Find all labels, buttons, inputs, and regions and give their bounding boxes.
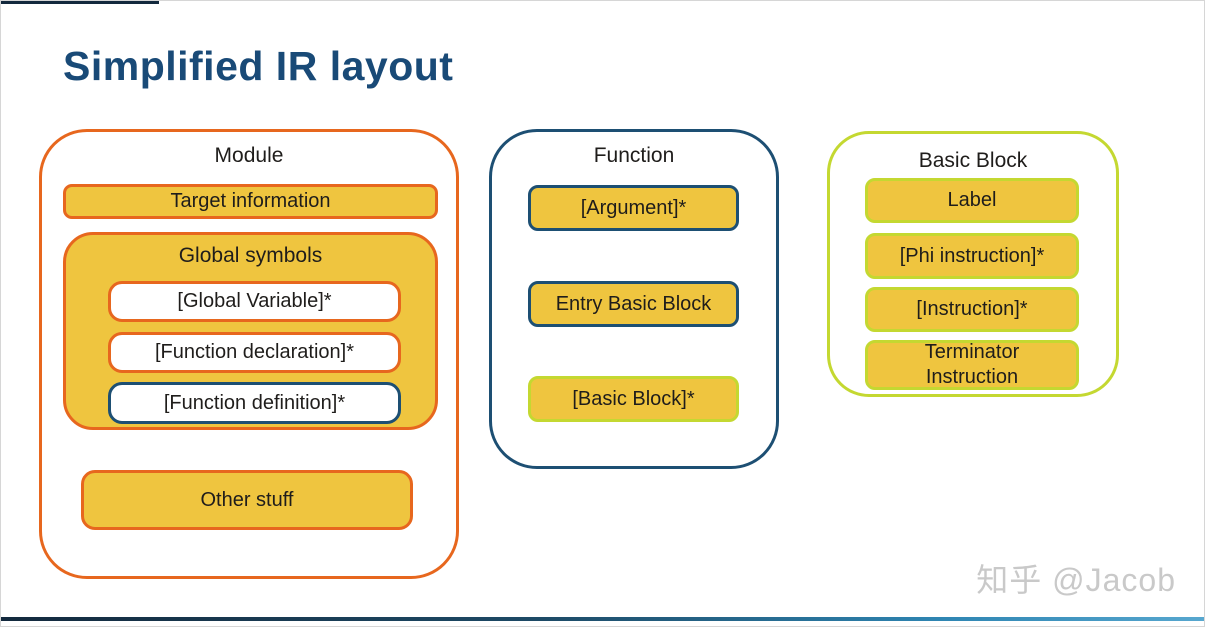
module-group-label: Module <box>214 144 284 167</box>
module-group: Module Target information Global symbols… <box>39 129 459 579</box>
entry-basic-block-node: Entry Basic Block <box>528 281 739 327</box>
global-variable-node: [Global Variable]* <box>108 281 401 322</box>
label-node: Label <box>865 178 1079 223</box>
top-accent-bar <box>1 1 159 4</box>
bottom-accent-bar <box>1 617 1204 621</box>
phi-instruction-node: [Phi instruction]* <box>865 233 1079 279</box>
basic-block-group: Basic Block Label [Phi instruction]* [In… <box>827 131 1119 397</box>
other-stuff-node: Other stuff <box>81 470 413 530</box>
instruction-node: [Instruction]* <box>865 287 1079 332</box>
function-definition-node: [Function definition]* <box>108 382 401 424</box>
function-group-label: Function <box>593 144 675 167</box>
target-information-node: Target information <box>63 184 438 219</box>
argument-node: [Argument]* <box>528 185 739 231</box>
function-group: Function [Argument]* Entry Basic Block [… <box>489 129 779 469</box>
global-symbols-label: Global symbols <box>178 244 323 267</box>
watermark: 知乎 @Jacob <box>976 562 1176 598</box>
global-symbols-group: Global symbols [Global Variable]* [Funct… <box>63 232 438 430</box>
function-declaration-node: [Function declaration]* <box>108 332 401 373</box>
terminator-instruction-node: Terminator Instruction <box>865 340 1079 390</box>
basic-block-group-label: Basic Block <box>918 149 1028 172</box>
page-title: Simplified IR layout <box>63 43 454 89</box>
basic-block-ref-node: [Basic Block]* <box>528 376 739 422</box>
